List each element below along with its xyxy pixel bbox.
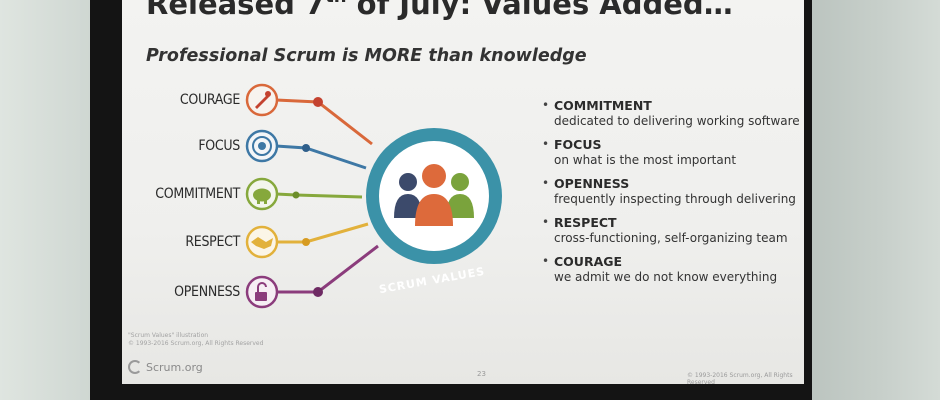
focus-node: [302, 144, 310, 152]
handshake-icon: [245, 225, 279, 259]
credit-line-1: "Scrum Values" illustration: [128, 332, 209, 339]
list-item: • OPENNESS frequently inspecting through…: [542, 176, 802, 208]
scrum-values-diagram: COURAGE FOCUS COMMITMENT RESPECT OPENNES…: [122, 70, 522, 330]
background-wall-left: [0, 0, 90, 400]
logo-icon: [128, 360, 142, 374]
credit-line-2: © 1993-2016 Scrum.org, All Rights Reserv…: [128, 340, 264, 347]
people-icon: [394, 164, 474, 226]
rocket-icon: [245, 83, 279, 117]
focus-connector: [275, 144, 367, 170]
value-label-respect: RESPECT: [185, 234, 240, 250]
value-label-commitment: COMMITMENT: [155, 186, 240, 202]
list-item-desc: cross-functioning, self-organizing team: [554, 231, 788, 245]
list-item: • COURAGE we admit we do not know everyt…: [542, 254, 802, 286]
list-item-desc: on what is the most important: [554, 153, 737, 167]
bullet-icon: •: [542, 215, 550, 229]
commitment-connector: [275, 192, 363, 199]
scrum-org-logo: Scrum.org: [128, 360, 203, 374]
list-item: • FOCUS on what is the most important: [542, 137, 802, 169]
list-item-title: RESPECT: [554, 215, 617, 230]
list-item-title: FOCUS: [554, 137, 602, 152]
list-item-desc: dedicated to delivering working software: [554, 114, 800, 128]
respect-connector: [276, 222, 369, 244]
list-item-title: OPENNESS: [554, 176, 630, 191]
unlock-icon: [245, 275, 279, 309]
value-label-focus: FOCUS: [198, 138, 240, 154]
commitment-node: [292, 191, 300, 199]
list-item-desc: frequently inspecting through delivering: [554, 192, 796, 206]
list-item-title: COURAGE: [554, 254, 623, 269]
value-label-courage: COURAGE: [179, 92, 240, 108]
page-number: 23: [477, 370, 486, 378]
list-item: • RESPECT cross-functioning, self-organi…: [542, 215, 802, 247]
list-item-title: COMMITMENT: [554, 98, 652, 113]
projected-slide: Released 7th of July: Values Added… Prof…: [122, 0, 804, 384]
bullet-icon: •: [542, 98, 550, 112]
courage-node: [313, 97, 323, 107]
piggy-bank-icon: [245, 177, 279, 211]
bullet-icon: •: [542, 254, 550, 268]
openness-node: [313, 287, 323, 297]
bullet-icon: •: [542, 176, 550, 190]
slide-title: Released 7th of July: Values Added…: [146, 0, 733, 21]
logo-text: Scrum.org: [146, 360, 203, 374]
list-item: • COMMITMENT dedicated to delivering wor…: [542, 98, 802, 130]
respect-node: [302, 238, 310, 246]
background-wall-right: [790, 0, 940, 400]
value-label-openness: OPENNESS: [174, 284, 240, 300]
slide-subtitle: Professional Scrum is MORE than knowledg…: [146, 46, 587, 66]
openness-connector: [276, 244, 379, 294]
target-icon: [245, 129, 279, 163]
values-list: • COMMITMENT dedicated to delivering wor…: [542, 98, 802, 293]
bullet-icon: •: [542, 137, 550, 151]
diagram-lines: [245, 83, 502, 309]
courage-connector: [275, 98, 373, 146]
list-item-desc: we admit we do not know everything: [554, 270, 778, 284]
footer-copyright: © 1993-2016 Scrum.org, All Rights Reserv…: [687, 372, 793, 384]
